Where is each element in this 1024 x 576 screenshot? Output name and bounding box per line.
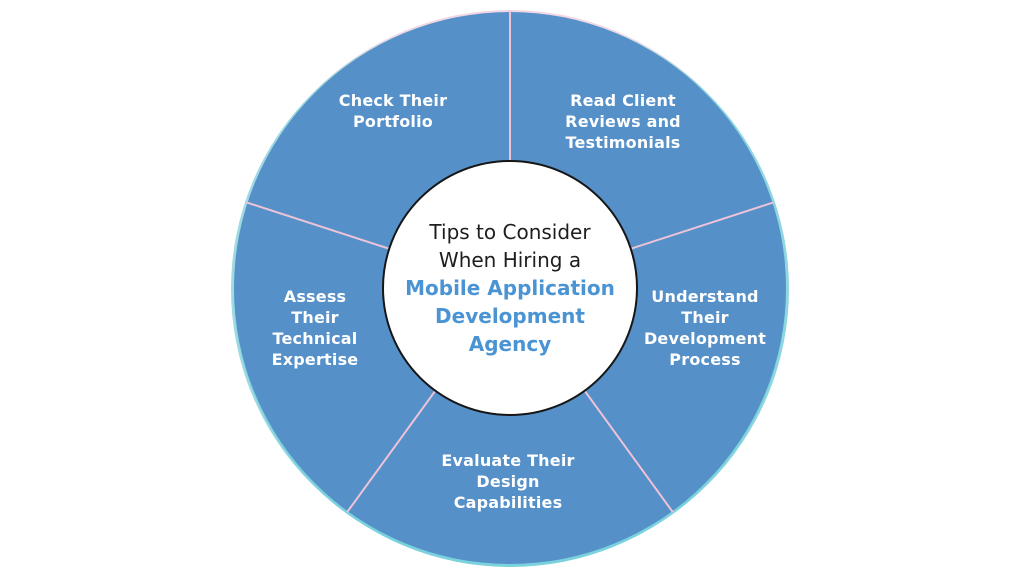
center-title-intro: Tips to Consider When Hiring a (429, 220, 591, 272)
segment-label-evaluate-design: Evaluate Their Design Capabilities (441, 451, 575, 512)
segment-label-read-reviews: Read Client Reviews and Testimonials (565, 91, 681, 152)
segment-label-understand-process: Understand Their Development Process (643, 287, 767, 369)
segment-label-check-portfolio: Check Their Portfolio (338, 91, 448, 131)
center-circle: Tips to Consider When Hiring a Mobile Ap… (382, 160, 638, 416)
segment-label-assess-expertise: Assess Their Technical Expertise (271, 287, 359, 369)
center-title-highlight: Mobile Application Development Agency (405, 276, 615, 356)
wheel-circle: Check Their Portfolio Read Client Review… (234, 11, 786, 564)
